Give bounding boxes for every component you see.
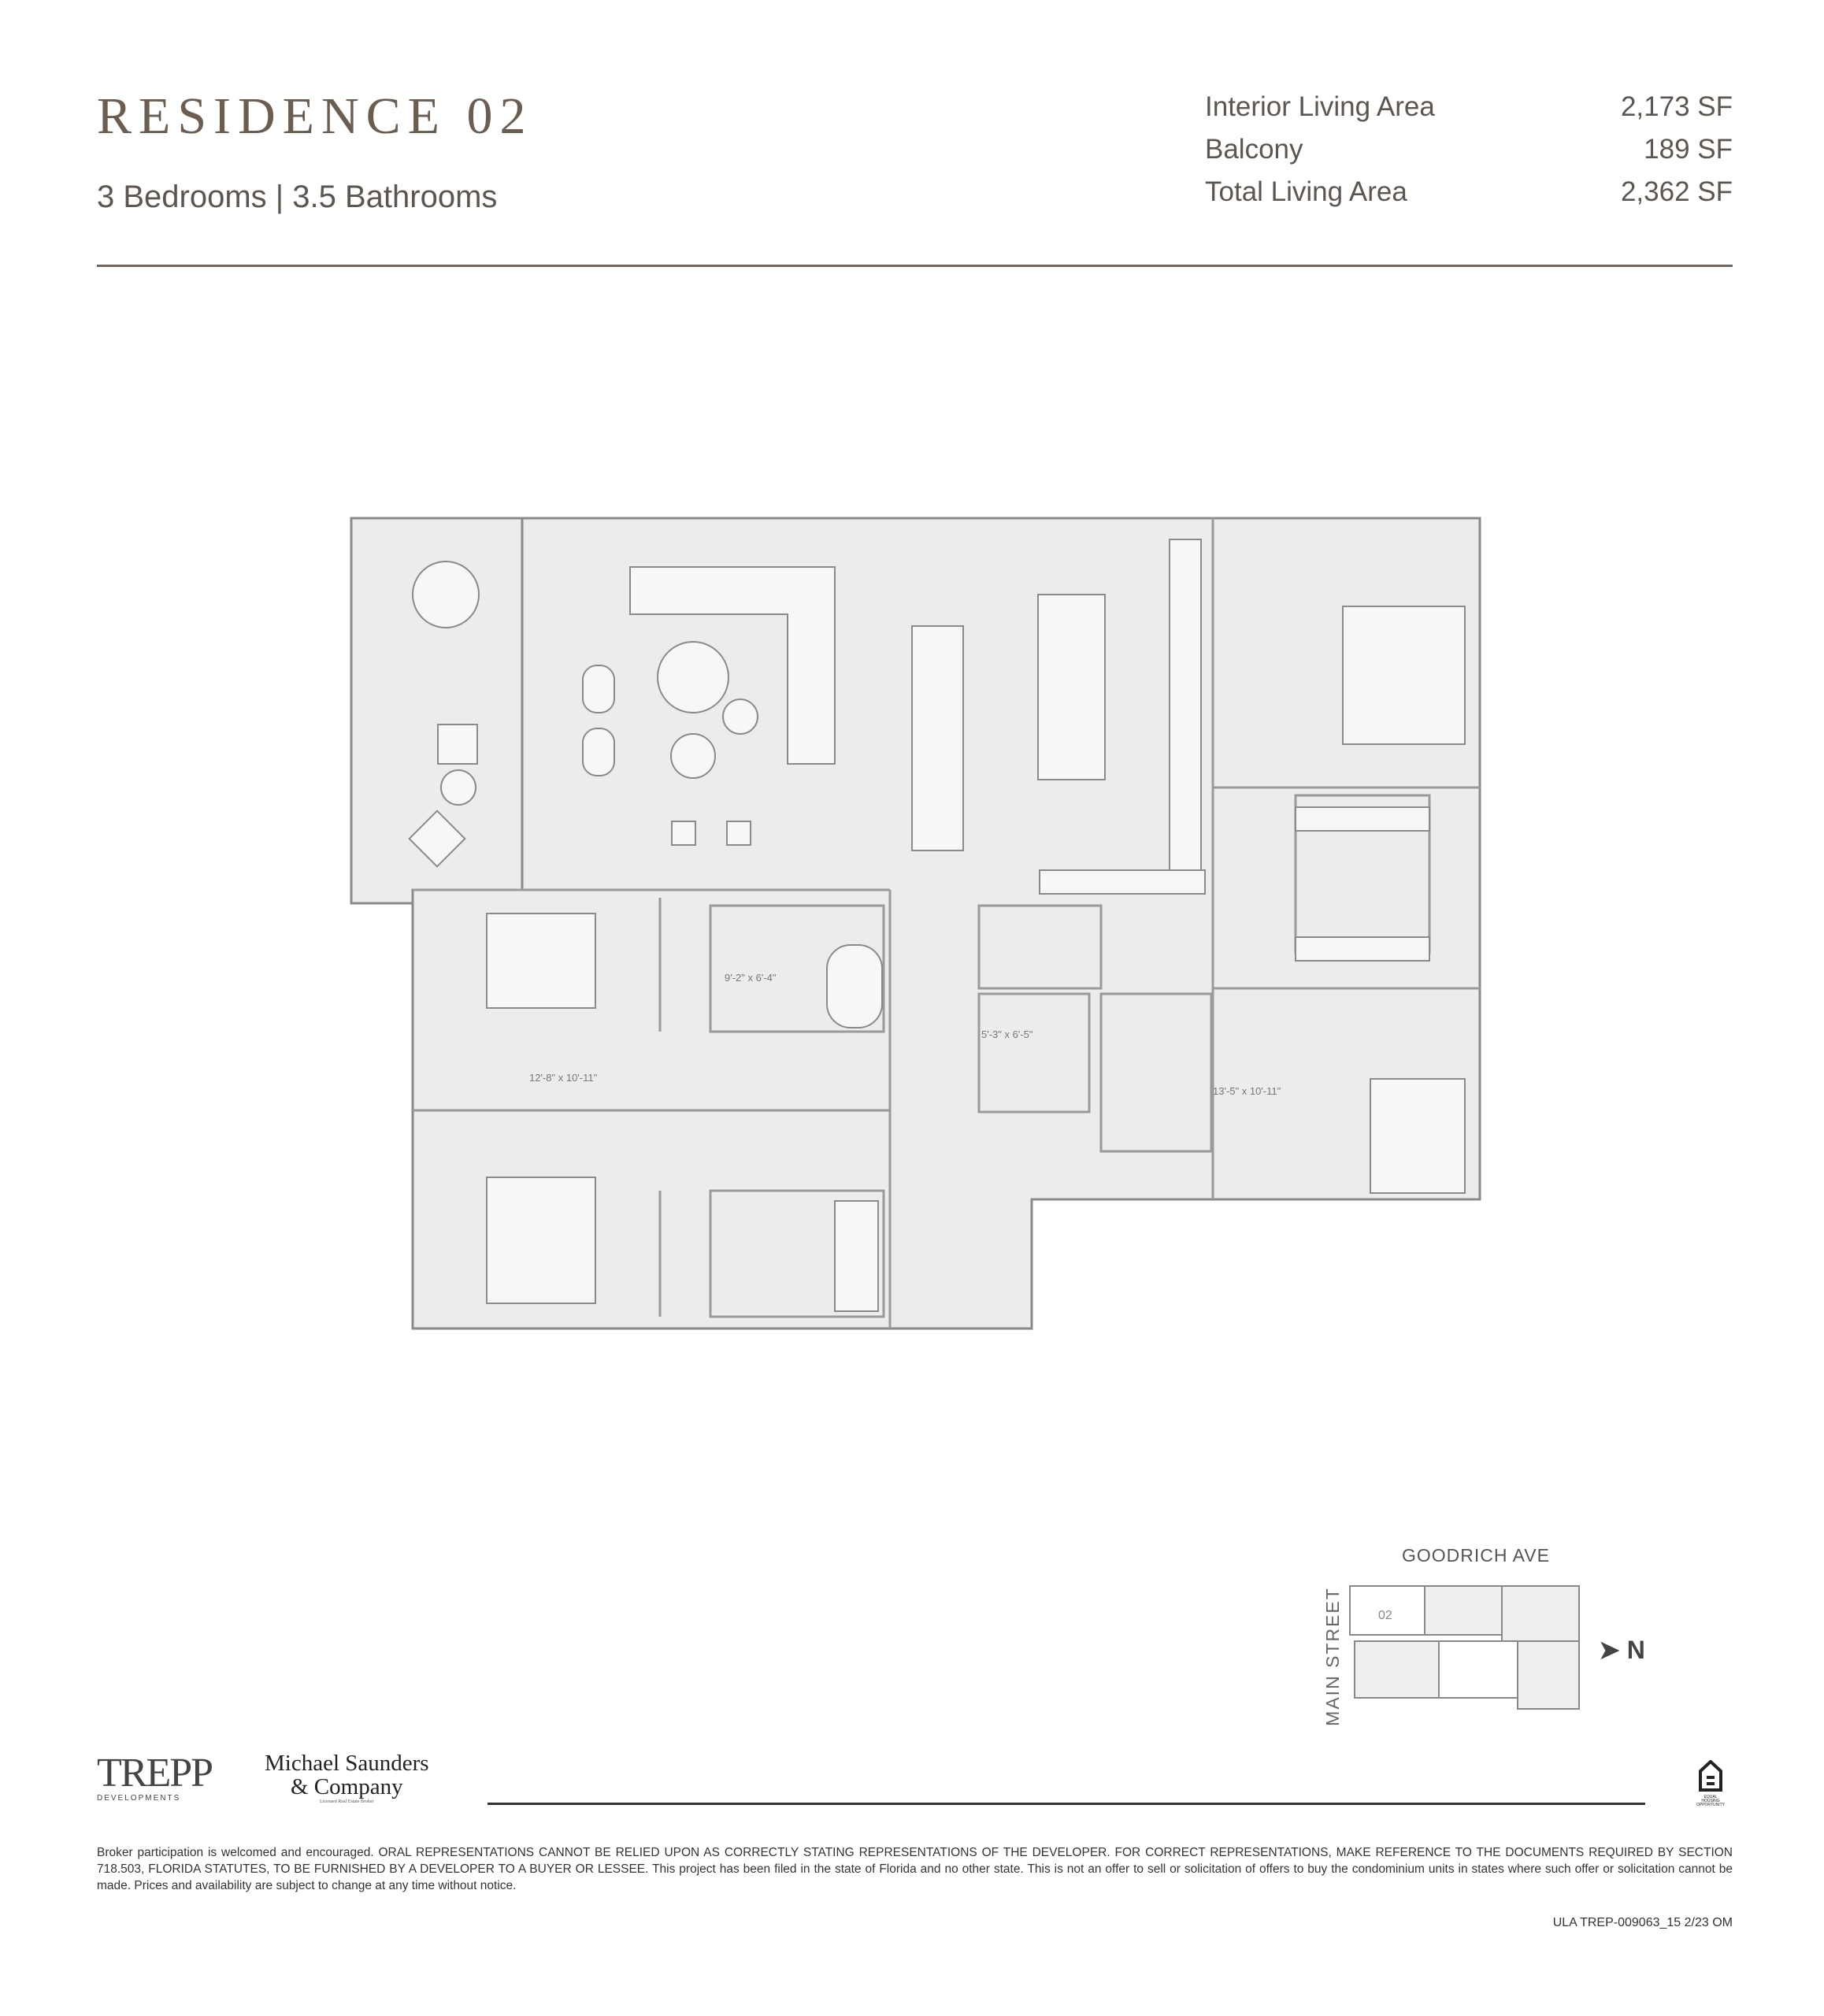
- document-code: ULA TREP-009063_15 2/23 OM: [1552, 1916, 1733, 1929]
- msc-line2: & Company: [291, 1774, 403, 1800]
- trepp-logo: TREPP DEVELOPMENTS: [97, 1753, 215, 1803]
- area-value: 2,173 SF: [1620, 91, 1733, 122]
- trepp-logo-sub: DEVELOPMENTS: [97, 1794, 181, 1803]
- interior-walls: [413, 518, 1480, 1329]
- dimension-label-powder: 5'-3" x 6'-5": [981, 1028, 1033, 1040]
- area-value: 2,362 SF: [1620, 176, 1733, 207]
- dining-table-balcony: [412, 561, 480, 628]
- coffee-table: [657, 641, 729, 713]
- legal-disclaimer: Broker participation is welcomed and enc…: [97, 1846, 1733, 1892]
- north-label: N: [1626, 1636, 1645, 1664]
- lounge-chair: [437, 724, 478, 765]
- bed-primary: [1342, 606, 1466, 745]
- keyplan-unit-label: 02: [1378, 1609, 1392, 1622]
- footer-divider: [488, 1803, 1645, 1805]
- north-arrow: ➤ N: [1599, 1635, 1645, 1665]
- shower-2: [834, 1200, 879, 1312]
- area-row-total: Total Living Area 2,362 SF: [1205, 176, 1733, 208]
- house-icon: [1699, 1759, 1722, 1792]
- dimension-label-bedroom-2: 12'-8" x 10'-11": [529, 1072, 598, 1084]
- dimension-label-primary-bath: 13'-5" x 10'-11": [1213, 1085, 1281, 1097]
- area-row-interior: Interior Living Area 2,173 SF: [1205, 91, 1733, 123]
- key-plan: 02: [1349, 1585, 1580, 1710]
- bed-bath-summary: 3 Bedrooms | 3.5 Bathrooms: [97, 180, 498, 214]
- bathtub: [826, 944, 883, 1028]
- kitchen-island: [1037, 594, 1106, 780]
- msc-line1: Michael Saunders: [265, 1751, 429, 1776]
- header-divider: [97, 265, 1733, 267]
- msc-line3: Licensed Real Estate Broker: [320, 1799, 374, 1804]
- area-label: Total Living Area: [1205, 176, 1407, 207]
- area-label: Interior Living Area: [1205, 91, 1435, 122]
- area-label: Balcony: [1205, 134, 1303, 165]
- keyplan-street-top: GOODRICH AVE: [1402, 1545, 1550, 1566]
- equal-housing-logo: EQUAL HOUSING OPPORTUNITY: [1695, 1759, 1726, 1807]
- arrow-right-icon: ➤: [1599, 1636, 1620, 1664]
- eho-label: EQUAL HOUSING OPPORTUNITY: [1696, 1795, 1726, 1807]
- michael-saunders-logo: Michael Saunders & Company Licensed Real…: [265, 1751, 429, 1804]
- area-row-balcony: Balcony 189 SF: [1205, 134, 1733, 165]
- sofa: [629, 566, 836, 765]
- area-value: 189 SF: [1644, 134, 1733, 165]
- bed-3: [486, 1177, 596, 1304]
- page-title: RESIDENCE 02: [97, 87, 533, 145]
- dimension-label-bath-2: 9'-2" x 6'-4": [725, 972, 777, 984]
- bed-2: [486, 913, 596, 1009]
- trepp-logo-text: TREPP: [97, 1751, 213, 1796]
- keyplan-street-side: MAIN STREET: [1322, 1587, 1343, 1726]
- shower-primary: [1370, 1078, 1466, 1194]
- furniture: [408, 539, 1466, 1312]
- kitchen-counter: [1169, 539, 1202, 887]
- dining-table: [911, 625, 964, 851]
